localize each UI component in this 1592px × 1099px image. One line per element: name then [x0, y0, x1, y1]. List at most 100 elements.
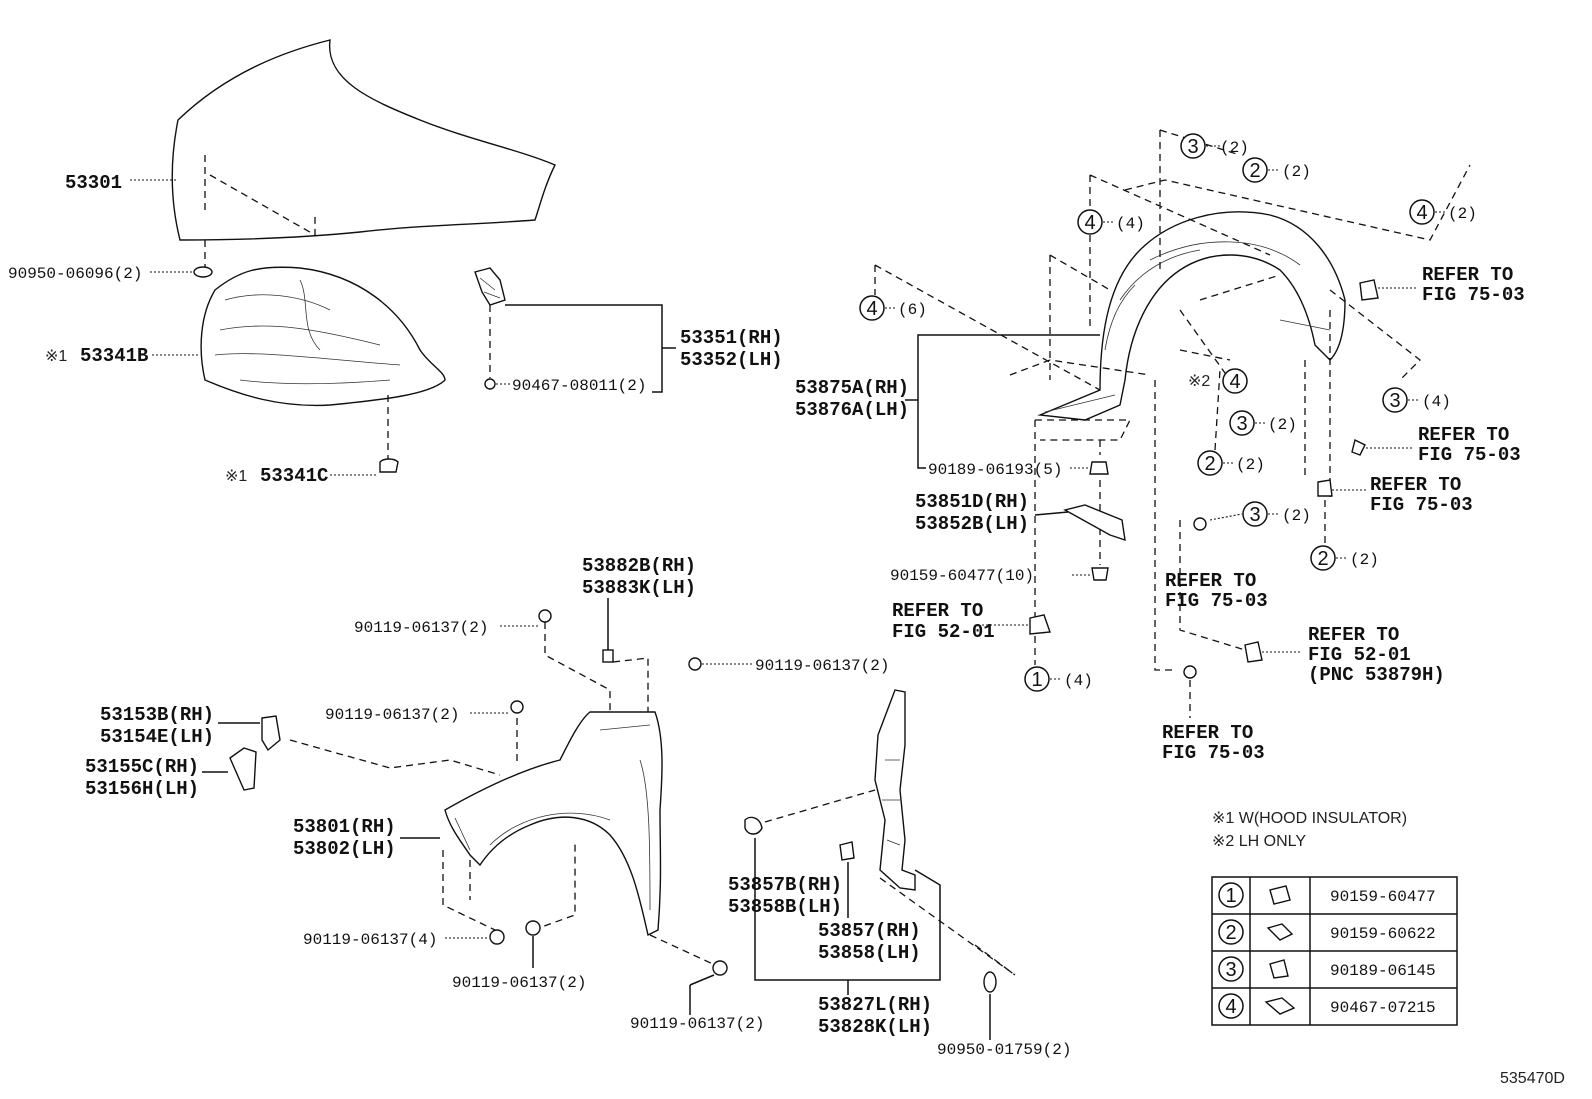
refer-5-label: REFER TO	[1165, 570, 1256, 592]
bolt-bottom4-part[interactable]	[489, 929, 505, 945]
svg-text:※2: ※2	[1188, 373, 1210, 390]
callout-4d: ※2 4	[1188, 368, 1248, 394]
pad-lh-label: 53858B(LH)	[728, 896, 842, 918]
liner-clip-part[interactable]	[1089, 461, 1109, 475]
refer-clip-a[interactable]	[1359, 279, 1379, 301]
table-row: 1 90159-60477	[1218, 882, 1436, 908]
svg-text:4: 4	[1084, 212, 1095, 234]
hinge-bolt-label: 90467-08011(2)	[512, 377, 646, 395]
bracket-lower[interactable]	[229, 747, 257, 791]
bracket-lh-label: 53154E(LH)	[100, 726, 214, 748]
bolt-left-label: 90119-06137(2)	[325, 706, 459, 724]
svg-text:3: 3	[1187, 136, 1198, 158]
bolt-bottom2-part[interactable]	[525, 920, 541, 936]
svg-text:(2): (2)	[1282, 163, 1311, 181]
callout-3c: 3 (2)	[1209, 501, 1311, 527]
refer-7-label: REFER TO	[1162, 722, 1253, 744]
fender-rh-label: 53801(RH)	[293, 816, 396, 838]
fender-protector[interactable]	[874, 689, 916, 891]
svg-text:(4): (4)	[1064, 672, 1093, 690]
bracket2-lh-label: 53156H(LH)	[85, 778, 199, 800]
refer-6-pnc: (PNC 53879H)	[1308, 664, 1445, 686]
cover-rh-label: 53857(RH)	[818, 920, 921, 942]
bolt-bottom2b-part[interactable]	[712, 960, 728, 976]
liner-seal[interactable]	[1063, 504, 1126, 542]
refer-1-label: REFER TO	[892, 600, 983, 622]
callout-2a: 2 (2)	[1242, 157, 1311, 183]
splash-lh-label: 53883K(LH)	[582, 577, 696, 599]
refer-3-label: REFER TO	[1418, 424, 1509, 446]
diagram-code: 535470D	[1500, 1070, 1565, 1087]
refer-bolt-a[interactable]	[1193, 517, 1207, 531]
note-1: ※1 W(HOOD INSULATOR)	[1212, 810, 1407, 827]
front-fender[interactable]	[444, 711, 663, 937]
bolt-top2-label: 90119-06137(2)	[755, 657, 889, 675]
table-row: 4 90467-07215	[1218, 993, 1436, 1019]
seal-rh-label: 53851D(RH)	[915, 491, 1029, 513]
seal-lh-label: 53852B(LH)	[915, 513, 1029, 535]
hinge-rh-label: 53351(RH)	[680, 327, 783, 349]
callout-1: 1 (4)	[1024, 666, 1093, 692]
bracket-upper[interactable]	[261, 715, 281, 752]
seal-clip-part[interactable]	[1091, 567, 1109, 581]
callout-3d: 3 (4)	[1382, 387, 1451, 413]
pad-part[interactable]	[744, 816, 763, 835]
bolt-top1-part[interactable]	[538, 609, 552, 623]
bolt-bottom2b-label: 90119-06137(2)	[630, 1015, 764, 1033]
svg-text:90159-60477: 90159-60477	[1330, 888, 1436, 906]
fastener-table: 1 90159-60477 2 90159-60622 3 90189-0614…	[1211, 876, 1458, 1026]
svg-text:3: 3	[1225, 959, 1236, 981]
refer-clip-d[interactable]	[1244, 641, 1263, 663]
hinge-bolt-part[interactable]	[484, 378, 496, 390]
callout-4c: 4 (2)	[1409, 199, 1477, 225]
bracket-rh-label: 53153B(RH)	[100, 704, 214, 726]
table-row: 2 90159-60622	[1218, 919, 1436, 945]
hinge-lh-label: 53352(LH)	[680, 349, 783, 371]
refer-6-fig: FIG 52-01	[1308, 644, 1411, 666]
svg-text:(2): (2)	[1220, 139, 1249, 157]
bolt-left-part[interactable]	[510, 700, 524, 714]
svg-text:4: 4	[1416, 202, 1427, 224]
bolt-bottom2-label: 90119-06137(2)	[452, 974, 586, 992]
screw-icon	[1264, 997, 1296, 1015]
liner-rh-label: 53875A(RH)	[795, 377, 909, 399]
refer-5-fig: FIG 75-03	[1165, 590, 1268, 612]
grommet-label: 90950-01759(2)	[937, 1041, 1071, 1059]
callout-2c: 2 (2)	[1310, 545, 1379, 571]
grommet-part[interactable]	[983, 971, 997, 993]
protector-lh-label: 53828K(LH)	[818, 1016, 932, 1038]
table-row: 3 90189-06145	[1218, 956, 1436, 982]
note1-marker-a: ※1	[45, 348, 67, 365]
cover-lh-label: 53858(LH)	[818, 942, 921, 964]
hood-clip-label: 90950-06096(2)	[8, 265, 142, 283]
svg-text:2: 2	[1225, 922, 1236, 944]
svg-text:90467-07215: 90467-07215	[1330, 999, 1436, 1017]
hood-label: 53301	[65, 172, 122, 194]
splash-part[interactable]	[602, 649, 614, 663]
refer-clip-b[interactable]	[1351, 438, 1366, 456]
refer-2-fig: FIG 75-03	[1422, 284, 1525, 306]
svg-text:(4): (4)	[1422, 393, 1451, 411]
insulator-clip-part[interactable]	[379, 458, 399, 473]
hood-clip-part[interactable]	[193, 266, 213, 278]
refer-bolt-b[interactable]	[1183, 665, 1197, 679]
bolt-top2-part[interactable]	[688, 657, 702, 671]
refer-2-label: REFER TO	[1422, 264, 1513, 286]
svg-text:1: 1	[1031, 669, 1042, 691]
svg-text:1: 1	[1225, 885, 1236, 907]
callout-4b: 4 (6)	[859, 295, 927, 321]
protector-rh-label: 53827L(RH)	[818, 994, 932, 1016]
hood-hinge[interactable]	[474, 267, 506, 306]
cover-part[interactable]	[839, 841, 855, 861]
hood-panel[interactable]	[171, 39, 556, 241]
bracket2-rh-label: 53155C(RH)	[85, 756, 199, 778]
bolt-top1-label: 90119-06137(2)	[354, 619, 488, 637]
svg-text:(2): (2)	[1350, 551, 1379, 569]
svg-text:2: 2	[1204, 453, 1215, 475]
hood-insulator[interactable]	[200, 266, 446, 407]
fender-liner[interactable]	[1037, 211, 1346, 421]
liner-lh-label: 53876A(LH)	[795, 399, 909, 421]
refer-clip-c[interactable]	[1317, 479, 1333, 497]
fig52-clip-part[interactable]	[1029, 614, 1051, 635]
